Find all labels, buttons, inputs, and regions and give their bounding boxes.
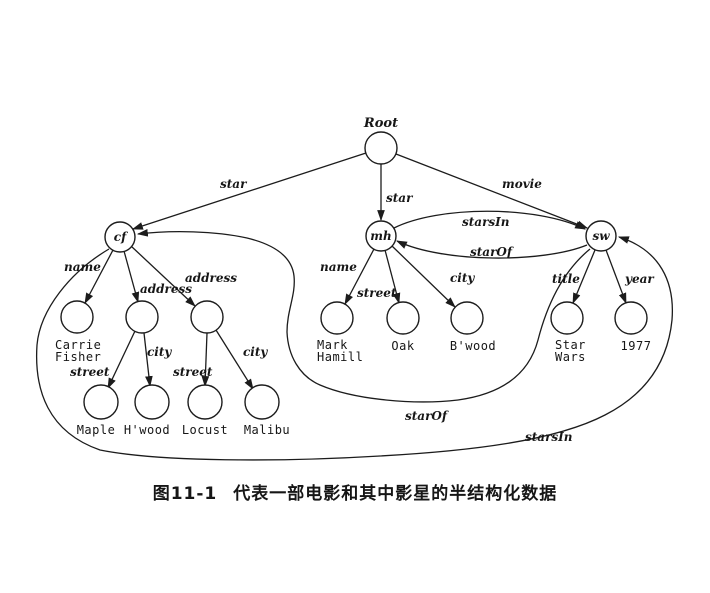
edge-address1-city <box>143 332 153 388</box>
edge-mh-city <box>391 245 456 308</box>
edge-label-title: title <box>552 272 580 286</box>
edge-label-city2: city <box>243 345 268 359</box>
node-label-sw: sw <box>592 229 610 243</box>
node-oak <box>386 301 420 335</box>
figure-caption: 图11-1 代表一部电影和其中影星的半结构化数据 <box>0 479 710 504</box>
edge-address2-city <box>215 329 254 390</box>
edge-cf-name <box>84 249 114 304</box>
edge-label-address1: address <box>140 282 192 296</box>
node-locust <box>187 384 223 420</box>
edge-label-name-cf: name <box>64 260 101 274</box>
node-bwood <box>450 301 484 335</box>
figure-caption-number: 图11-1 <box>152 484 218 504</box>
leaf-value-mark-line2: Hamill <box>317 350 363 364</box>
edge-label-starsIn-top: starsIn <box>462 215 510 229</box>
edge-address2-street <box>201 332 210 388</box>
edge-sw-cf-starOf-long <box>136 229 591 403</box>
edge-label-street-mh: street <box>357 286 397 300</box>
node-sw <box>585 220 617 252</box>
node-cf <box>104 221 136 253</box>
edge-label-street2: street <box>173 365 213 379</box>
node-label-cf: cf <box>114 230 128 244</box>
leaf-value-carrie-line2: Fisher <box>55 350 101 364</box>
node-maple <box>83 384 119 420</box>
leaf-value-maple: Maple <box>77 423 116 437</box>
edge-label-city-mh: city <box>450 271 475 285</box>
figure-caption-text: 代表一部电影和其中影星的半结构化数据 <box>233 484 558 504</box>
node-address2 <box>190 300 224 334</box>
leaf-value-carrie-line1: Carrie <box>55 338 101 352</box>
leaf-value-starwars-line2: Wars <box>555 350 586 364</box>
edge-label-street1: street <box>70 365 110 379</box>
edge-label-city1: city <box>147 345 172 359</box>
semistructured-data-graph: Root cf mh sw star star movie starsIn st… <box>35 116 674 461</box>
edge-label-starsIn-long: starsIn <box>525 430 573 444</box>
edge-mh-street <box>384 249 401 305</box>
leaf-value-malibu: Malibu <box>244 423 290 437</box>
edge-label-starOf-mid: starOf <box>470 245 514 259</box>
node-root <box>364 131 398 165</box>
leaf-value-1977: 1977 <box>621 339 652 353</box>
edge-cf-sw-starsIn-long <box>35 236 674 461</box>
edge-label-star-mh: star <box>386 191 414 205</box>
node-label-root: Root <box>363 116 398 131</box>
edge-root-cf-star <box>131 152 367 230</box>
edge-label-name-mh: name <box>320 260 357 274</box>
leaf-value-bwood: B'wood <box>450 339 496 353</box>
node-1977 <box>614 301 648 335</box>
edge-sw-mh-starOf <box>396 240 588 259</box>
node-starwars <box>550 301 584 335</box>
edge-sw-title <box>572 249 596 305</box>
node-hwood <box>134 384 170 420</box>
edge-label-star-cf: star <box>220 177 248 191</box>
leaf-value-hwood: H'wood <box>124 423 170 437</box>
edge-mh-name <box>344 248 375 305</box>
edge-label-starOf-long: starOf <box>405 409 449 423</box>
leaf-value-mark-line1: Mark <box>317 338 348 352</box>
node-mark <box>320 301 354 335</box>
node-carrie <box>60 300 94 334</box>
edge-sw-year <box>605 249 627 305</box>
edge-cf-address2 <box>130 245 196 307</box>
edge-mh-sw-starsIn <box>393 210 586 230</box>
node-malibu <box>244 384 280 420</box>
node-address1 <box>125 300 159 334</box>
edge-label-movie: movie <box>502 177 542 191</box>
edge-root-sw-movie <box>395 153 589 229</box>
edge-cf-address1 <box>123 250 140 304</box>
node-mh <box>365 220 397 252</box>
node-label-mh: mh <box>370 229 391 243</box>
leaf-value-oak: Oak <box>391 339 414 353</box>
edge-label-year: year <box>624 272 655 286</box>
edge-label-address2: address <box>185 271 237 285</box>
leaf-value-locust: Locust <box>182 423 228 437</box>
edge-address1-street <box>107 330 136 389</box>
leaf-value-starwars-line1: Star <box>555 338 586 352</box>
